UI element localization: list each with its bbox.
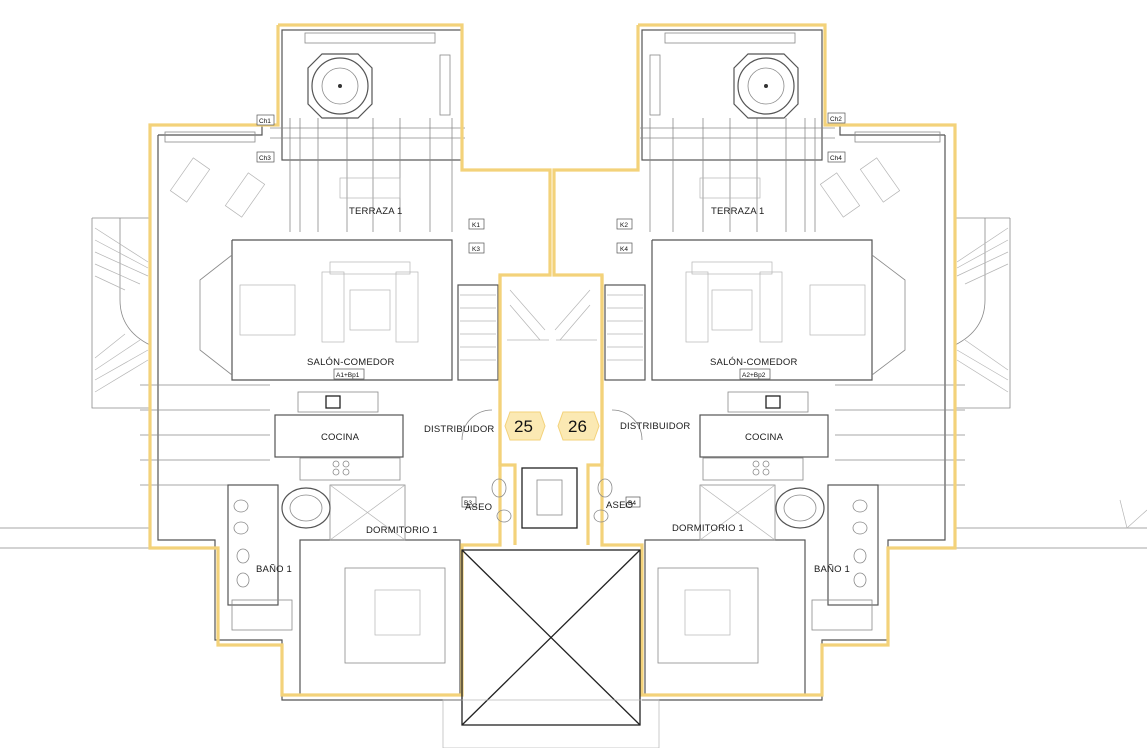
label-bano-left: BAÑO 1 [256, 564, 292, 575]
tag-salon-right: A2+Bp2 [739, 368, 771, 380]
label-salon-right: SALÓN-COMEDOR [710, 357, 798, 368]
svg-text:K1: K1 [472, 222, 480, 229]
tag-salon-left: A1+Bp1 [333, 368, 365, 380]
unit-outlines [148, 23, 957, 697]
label-distribuidor-right: DISTRIBUIDOR [620, 421, 691, 432]
tag-k3: K3 [468, 242, 485, 254]
unit-badge-26: 26 [557, 411, 600, 441]
atrium-void [442, 549, 660, 748]
label-terraza-right: TERRAZA 1 [711, 206, 765, 217]
label-distribuidor-left: DISTRIBUIDOR [424, 424, 495, 435]
svg-text:B3: B3 [464, 500, 472, 507]
svg-text:A1+Bp1: A1+Bp1 [336, 372, 360, 379]
svg-text:26: 26 [568, 417, 587, 436]
wall-lines [0, 29, 1147, 701]
fountain-left [307, 53, 373, 119]
svg-text:A2+Bp2: A2+Bp2 [742, 372, 766, 379]
label-dormitorio-left: DORMITORIO 1 [366, 525, 438, 536]
svg-text:B4: B4 [628, 500, 636, 507]
tag-ch3: Ch3 [256, 151, 275, 163]
svg-text:Ch4: Ch4 [830, 155, 842, 162]
tag-ch2: Ch2 [827, 112, 846, 124]
svg-text:Ch2: Ch2 [830, 116, 842, 123]
tag-b4: B4 [625, 496, 641, 508]
label-cocina-right: COCINA [745, 432, 784, 443]
tag-k4: K4 [616, 242, 633, 254]
label-aseo-right: ASEO [606, 500, 633, 511]
label-salon-left: SALÓN-COMEDOR [307, 357, 395, 368]
svg-text:K3: K3 [472, 246, 480, 253]
label-aseo-left: ASEO [465, 502, 492, 513]
label-bano-right: BAÑO 1 [814, 564, 850, 575]
svg-text:K2: K2 [620, 222, 628, 229]
fountain-right [733, 53, 799, 119]
svg-text:25: 25 [514, 417, 533, 436]
tag-k1: K1 [468, 218, 485, 230]
label-dormitorio-right: DORMITORIO 1 [672, 523, 744, 534]
tag-b3: B3 [461, 496, 477, 508]
svg-text:K4: K4 [620, 246, 628, 253]
furniture [169, 157, 901, 588]
tag-k2: K2 [616, 218, 633, 230]
unit-badge-25: 25 [504, 411, 546, 441]
tag-ch1: Ch1 [256, 114, 275, 126]
svg-text:Ch1: Ch1 [259, 118, 271, 125]
label-terraza-left: TERRAZA 1 [349, 206, 403, 217]
label-cocina-left: COCINA [321, 432, 360, 443]
tag-ch4: Ch4 [827, 151, 846, 163]
svg-text:Ch3: Ch3 [259, 155, 271, 162]
